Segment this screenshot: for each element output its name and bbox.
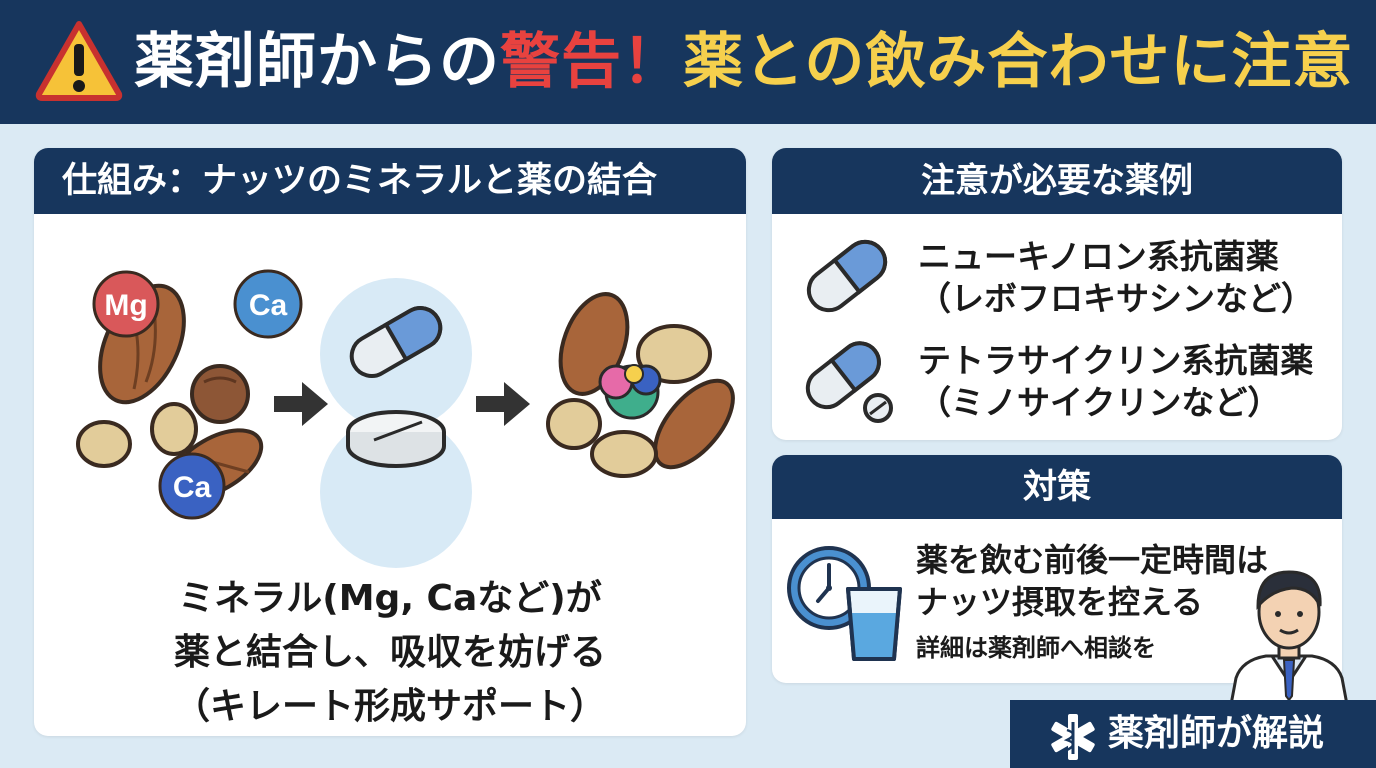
mineral-mg-icon: Mg <box>92 270 160 338</box>
caption-line-2: 薬と結合し、吸収を妨げる <box>173 632 606 673</box>
nuts-with-drug-icon <box>546 292 735 478</box>
countermeasure-line-3: 詳細は薬剤師へ相談を <box>916 634 1156 662</box>
arrow-right-icon <box>274 382 328 426</box>
mechanism-heading: 仕組み：ナッツのミネラルと薬の結合 <box>34 148 746 214</box>
drug-item-2: テトラサイクリン系抗菌薬 （ミノサイクリンなど） <box>918 340 1313 424</box>
countermeasure-panel: 対策 薬を飲む前後一定時間は ナッツ摂取を控える 詳細は薬剤師へ相談を <box>772 455 1342 683</box>
title-part-2: 警告！ <box>500 27 683 97</box>
drug-examples-panel: 注意が必要な薬例 ニューキノロン系抗菌薬 （レボフロキサシンなど） テトラサイク… <box>772 148 1342 440</box>
countermeasure-heading: 対策 <box>772 455 1342 519</box>
mineral-ca-label: Ca <box>249 289 288 322</box>
pharmacist-avatar <box>1228 570 1350 712</box>
capsule-icon <box>349 306 443 378</box>
arrow-right-icon <box>476 382 530 426</box>
title-part-1: 薬剤師からの <box>134 27 500 97</box>
title-part-3: 薬との飲み合わせに注意 <box>683 27 1354 97</box>
mineral-ca-label: Ca <box>173 471 212 504</box>
mechanism-panel: 仕組み：ナッツのミネラルと薬の結合 Mg Ca <box>34 148 746 736</box>
drug-item-1-example: （レボフロキサシンなど） <box>918 279 1314 318</box>
countermeasure-line-1: 薬を飲む前後一定時間は <box>916 541 1269 579</box>
drug-examples-heading: 注意が必要な薬例 <box>772 148 1342 214</box>
water-glass-icon <box>846 587 902 661</box>
capsule-icon <box>806 239 888 313</box>
header-banner <box>0 0 1376 124</box>
caption-line-1: ミネラル(Mg, Caなど)が <box>178 578 602 619</box>
caption-line-3: （キレート形成サポート） <box>173 686 606 727</box>
drug-item-2-name: テトラサイクリン系抗菌薬 <box>918 341 1314 380</box>
countermeasure-line-2: ナッツ摂取を控える <box>916 583 1204 621</box>
nuts-minerals-illustration: Mg Ca Ca <box>76 269 735 568</box>
warning-icon <box>35 21 123 101</box>
mineral-ca-icon: Ca <box>233 269 303 339</box>
cashew-icon <box>76 402 198 468</box>
page-title: 薬剤師からの警告！薬との飲み合わせに注意 <box>134 22 1353 102</box>
mechanism-caption: ミネラル(Mg, Caなど)が 薬と結合し、吸収を妨げる （キレート形成サポート… <box>34 572 746 734</box>
mineral-mg-label: Mg <box>104 289 147 322</box>
medical-star-icon <box>1051 714 1095 760</box>
drug-item-2-example: （ミノサイクリンなど） <box>918 383 1281 422</box>
tablet-icon <box>346 410 446 468</box>
mineral-ca-icon: Ca <box>158 452 226 520</box>
drug-item-1: ニューキノロン系抗菌薬 （レボフロキサシンなど） <box>918 236 1314 320</box>
capsule-tablet-icon <box>805 341 893 423</box>
footer-label: 薬剤師が解説 <box>1108 713 1325 754</box>
hazelnut-icon <box>190 364 250 424</box>
drug-item-1-name: ニューキノロン系抗菌薬 <box>918 237 1279 276</box>
